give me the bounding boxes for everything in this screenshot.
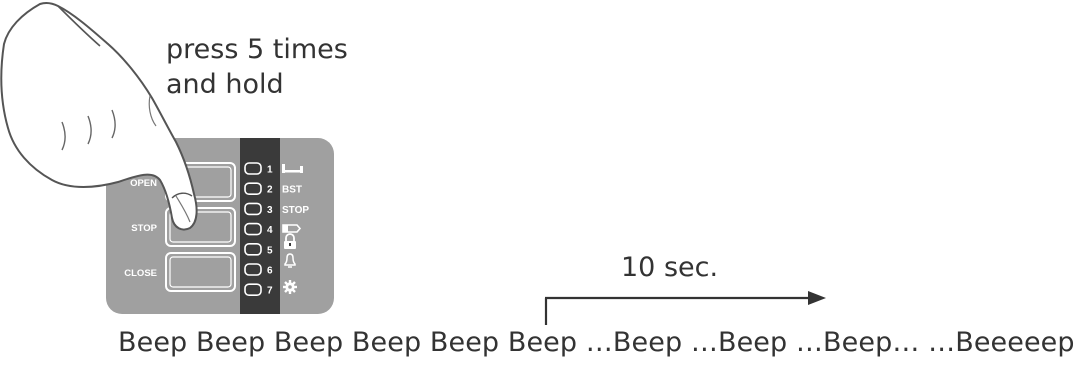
- led-number-4: 4: [267, 225, 273, 236]
- gear-icon: [283, 280, 297, 294]
- timer-label: 10 sec.: [621, 252, 719, 283]
- led-number-1: 1: [267, 165, 273, 176]
- led-6: [244, 263, 262, 276]
- close-button[interactable]: CLOSE: [124, 252, 236, 292]
- hand-pointing-icon: [0, 1, 198, 231]
- stop-button[interactable]: STOP: [131, 207, 236, 247]
- led-number-2: 2: [267, 185, 273, 196]
- led-label-3: STOP: [282, 205, 309, 216]
- led-number-7: 7: [267, 286, 273, 297]
- led-number-5: 5: [267, 245, 273, 256]
- timer-arrow: [544, 291, 826, 325]
- led-3: [244, 202, 262, 216]
- open-button-label: OPEN: [130, 178, 157, 189]
- led-1: [244, 162, 262, 175]
- barrier-arm-icon: [282, 164, 303, 173]
- beep-sequence: Beep Beep Beep Beep Beep Beep …Beep …Bee…: [118, 327, 1075, 358]
- led-7: [244, 283, 262, 297]
- stop-button-label: STOP: [131, 223, 157, 234]
- instruction-line-1: press 5 times: [166, 34, 348, 65]
- led-number-6: 6: [267, 266, 273, 277]
- led-5: [244, 243, 262, 256]
- led-4: [244, 222, 262, 236]
- close-button-label: CLOSE: [124, 268, 157, 279]
- battery-icon: [282, 224, 302, 233]
- led-2: [244, 182, 262, 195]
- led-number-3: 3: [267, 205, 273, 216]
- lock-icon: [284, 233, 296, 249]
- bell-icon: [284, 253, 296, 268]
- instruction-text: press 5 times and hold: [166, 32, 348, 102]
- led-label-2: BST: [282, 185, 302, 196]
- instruction-line-2: and hold: [166, 69, 284, 100]
- led-indicators: 1 2 BST 3 STOP 4 5 6 7: [244, 162, 309, 297]
